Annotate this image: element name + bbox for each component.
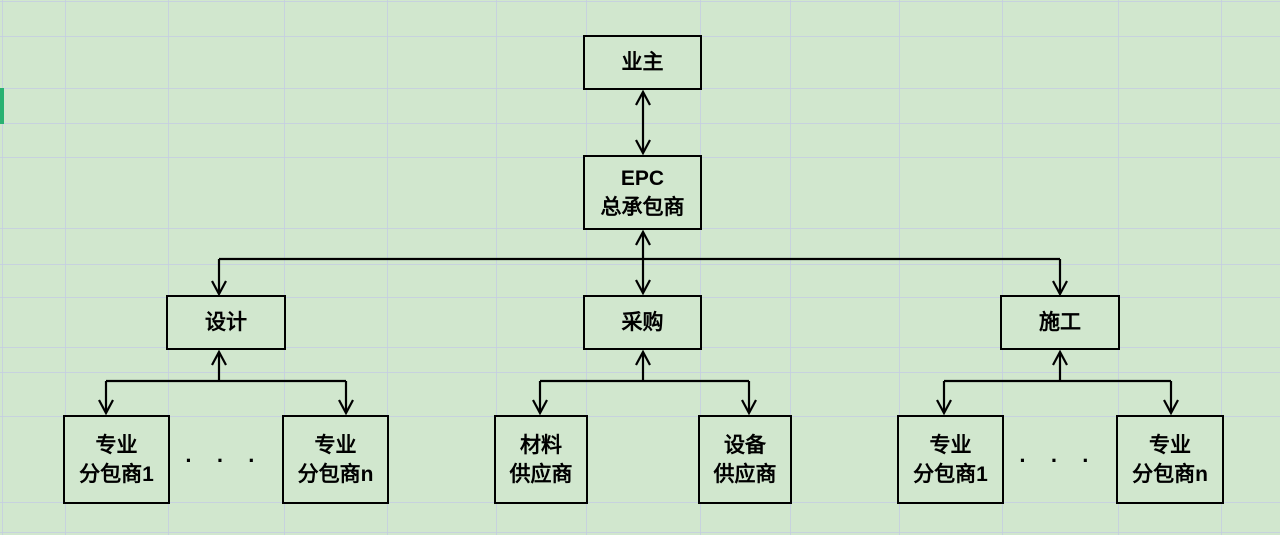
gridline-vertical [496, 0, 497, 535]
gridline-vertical [700, 0, 701, 535]
gridline-horizontal [0, 372, 1280, 373]
node-epc-contractor[interactable]: EPC 总承包商 [583, 155, 702, 230]
gridline-vertical [65, 0, 66, 535]
gridline-vertical [1118, 0, 1119, 535]
node-design-subcontractor-n[interactable]: 专业 分包商n [282, 415, 389, 504]
gridline-vertical [1002, 0, 1003, 535]
row-selection-marker [0, 88, 4, 124]
node-material-supplier[interactable]: 材料 供应商 [494, 415, 588, 504]
node-equipment-supplier[interactable]: 设备 供应商 [698, 415, 792, 504]
gridline-horizontal [0, 264, 1280, 265]
ellipsis-design-subcontractors: · · · [185, 448, 265, 473]
gridline-vertical [2, 0, 3, 535]
gridline-vertical [284, 0, 285, 535]
node-construction-subcontractor-1[interactable]: 专业 分包商1 [897, 415, 1004, 504]
gridline-horizontal [0, 532, 1280, 533]
node-procurement[interactable]: 采购 [583, 295, 702, 350]
gridline-vertical [586, 0, 587, 535]
ellipsis-construction-subcontractors: · · · [1019, 448, 1099, 473]
node-construction[interactable]: 施工 [1000, 295, 1120, 350]
gridline-vertical [387, 0, 388, 535]
gridline-horizontal [0, 123, 1280, 124]
gridline-horizontal [0, 1, 1280, 2]
gridline-vertical [790, 0, 791, 535]
node-design[interactable]: 设计 [166, 295, 286, 350]
node-construction-subcontractor-n[interactable]: 专业 分包商n [1116, 415, 1224, 504]
gridline-horizontal [0, 502, 1280, 503]
gridline-vertical [1221, 0, 1222, 535]
node-design-subcontractor-1[interactable]: 专业 分包商1 [63, 415, 170, 504]
gridline-vertical [168, 0, 169, 535]
gridline-horizontal [0, 416, 1280, 417]
gridline-vertical [899, 0, 900, 535]
node-owner[interactable]: 业主 [583, 35, 702, 90]
